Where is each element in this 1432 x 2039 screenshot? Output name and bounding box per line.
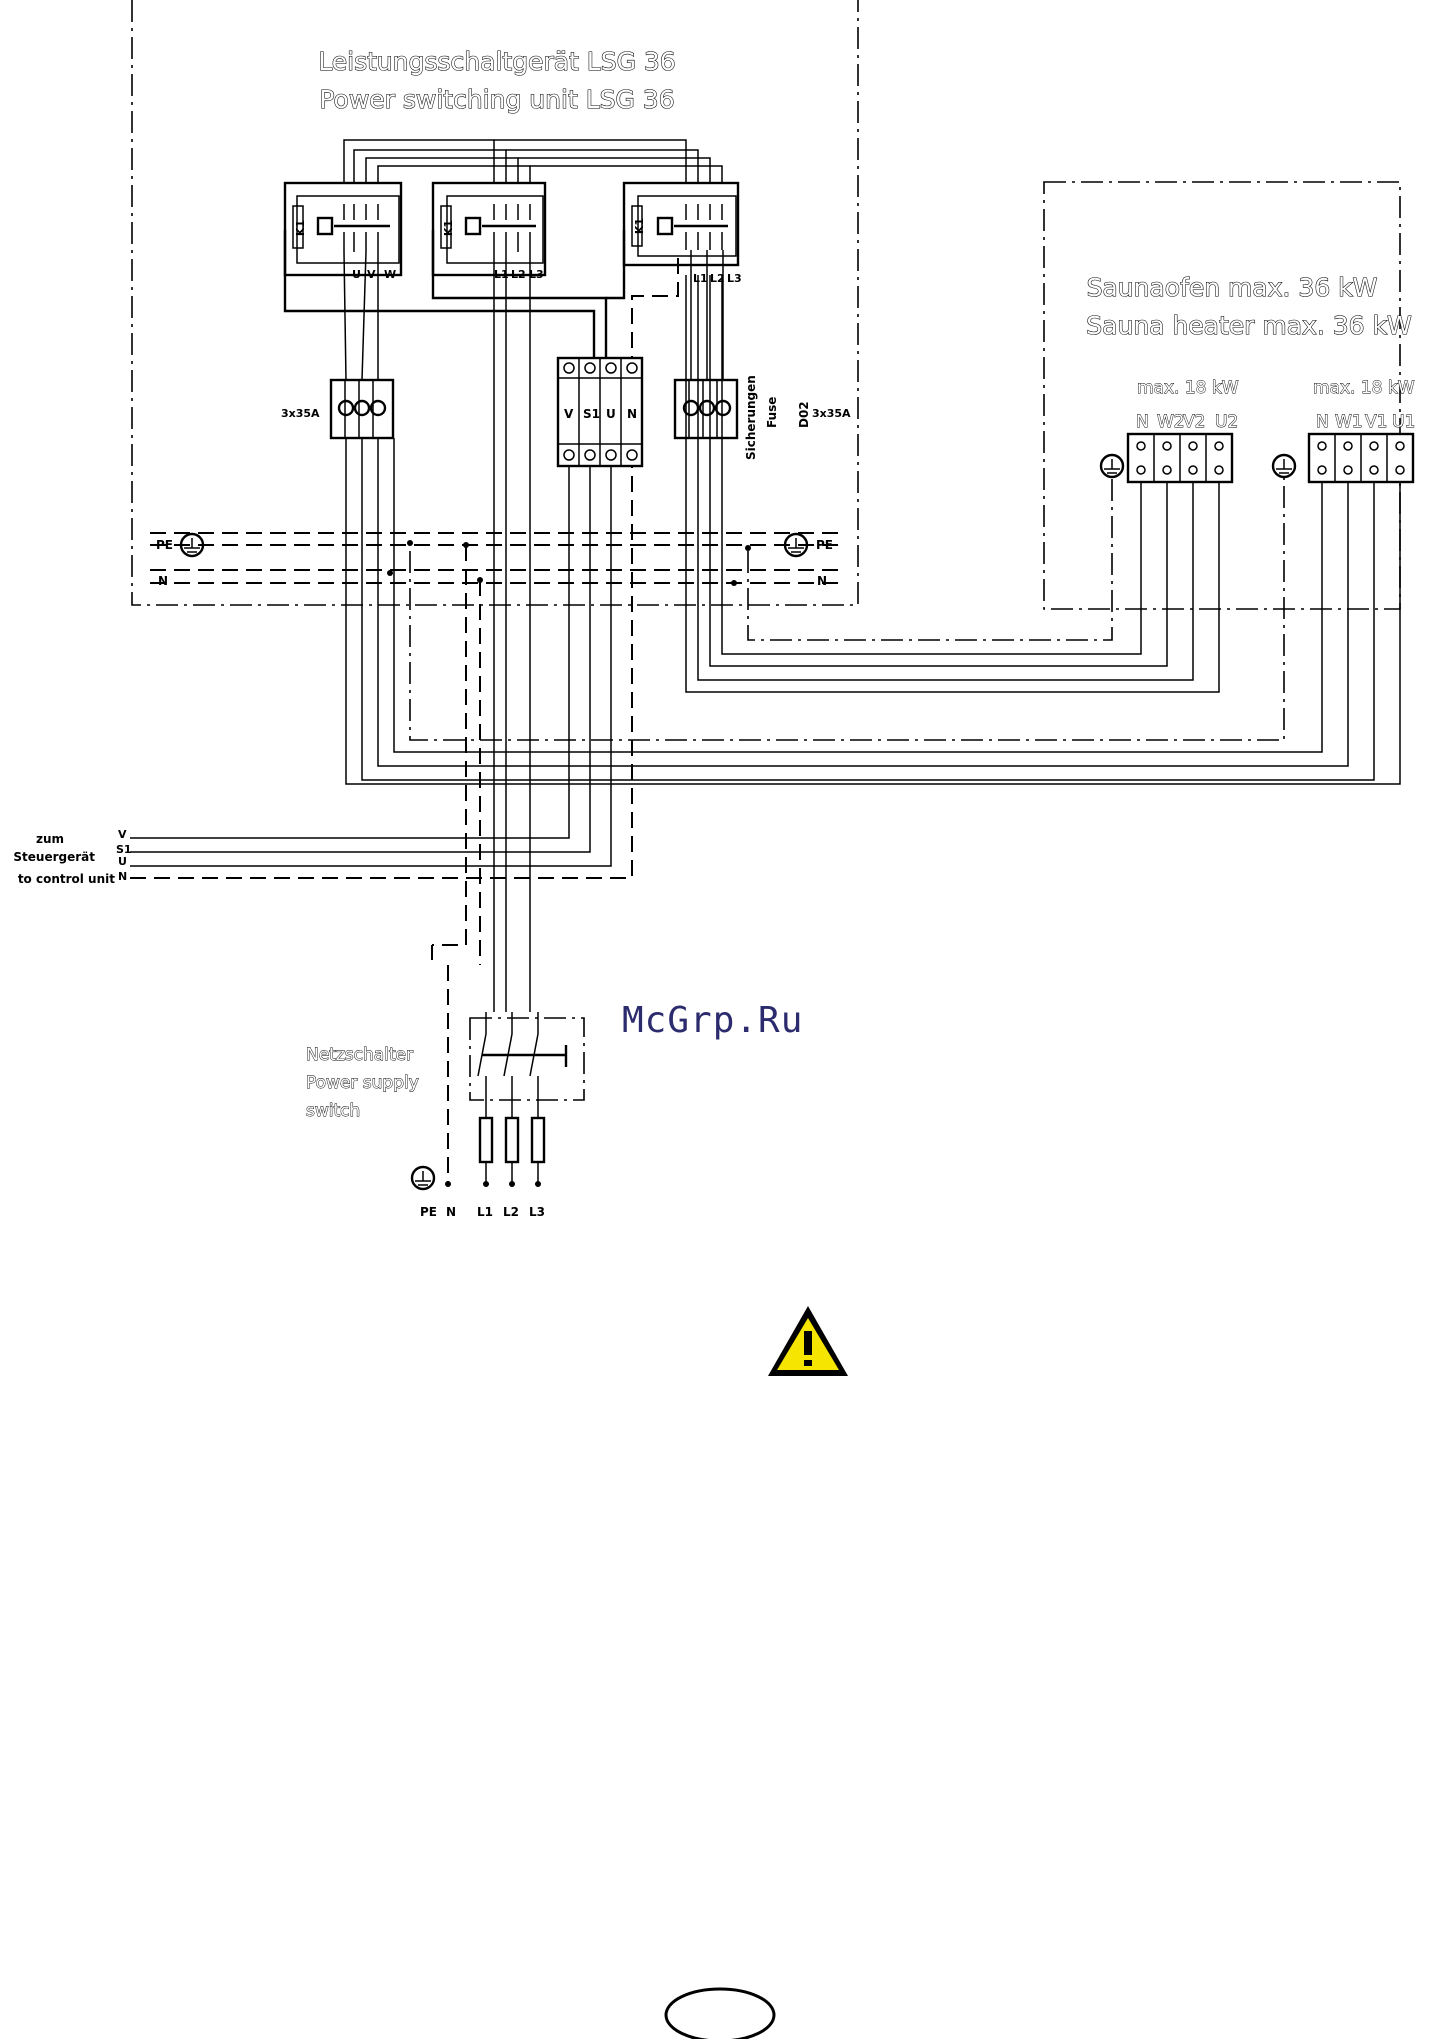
warning-icon <box>768 1306 848 1376</box>
ground-icon <box>783 532 809 558</box>
mains-terminal-label: PE <box>420 1205 437 1219</box>
heater-right-terminal-label: V1 <box>1365 412 1387 432</box>
heater-left-terminal-label: N <box>1136 412 1149 432</box>
svg-text:L1: L1 <box>494 268 509 281</box>
control-label-3: to control unit <box>18 872 115 886</box>
bus-pe-right: PE <box>816 538 833 552</box>
svg-text:U: U <box>352 268 361 281</box>
contactor-to-fuse-wiring <box>343 250 724 381</box>
terminal-strip: V S1 U N <box>556 356 644 468</box>
fuse-label-en: Fuse <box>765 397 779 428</box>
mains-terminal-label: L2 <box>503 1205 519 1219</box>
contactor-left: K1 U V W <box>283 181 403 281</box>
control-wire-label: U <box>118 855 127 868</box>
heater-left-terminal-label: W2 <box>1157 412 1185 432</box>
mains-switch-label-en: Power supply <box>306 1073 419 1093</box>
svg-text:V: V <box>564 407 574 421</box>
heater-terminal-block-right <box>1307 432 1415 484</box>
mains-feed <box>432 252 531 1012</box>
heater-left-rating: max. 18 kW <box>1137 378 1239 398</box>
unit-enclosure <box>131 0 859 606</box>
pe-n-bus <box>150 532 842 584</box>
svg-text:N: N <box>627 407 637 421</box>
ground-icon <box>1099 453 1125 479</box>
heater-right-rating: max. 18 kW <box>1313 378 1415 398</box>
control-wire-label: S1 <box>116 843 132 856</box>
bus-n-left: N <box>158 574 168 588</box>
page-number-oval <box>664 1987 776 2039</box>
mains-switch-label-en2: switch <box>306 1101 360 1121</box>
heater-right-terminal-label: N <box>1316 412 1329 432</box>
bus-pe-left: PE <box>156 538 173 552</box>
unit-title-de: Leistungsschaltgerät LSG 36 <box>318 47 675 76</box>
svg-text:L2: L2 <box>511 268 526 281</box>
heater-wiring-right <box>345 438 1401 785</box>
contactor-right: K1 L1 L2 L3 <box>622 181 742 285</box>
control-wire-label: N <box>118 870 127 883</box>
bus-n-right: N <box>817 574 827 588</box>
watermark: McGrp.Ru <box>622 1000 803 1041</box>
heater-left-terminal-label: V2 <box>1183 412 1205 432</box>
fuse-label-de: Sicherungen <box>744 375 758 460</box>
mains-terminal-label: L3 <box>529 1205 545 1219</box>
coil-wiring <box>283 230 679 358</box>
svg-text:K1: K1 <box>633 218 646 234</box>
heater-right-terminal-label: U1 <box>1392 412 1415 432</box>
heater-terminal-block-left <box>1126 432 1234 484</box>
fuse-label-type: D02 <box>797 401 811 428</box>
svg-text:K1: K1 <box>442 220 455 236</box>
fuse-block-left <box>329 378 395 440</box>
svg-text:L2: L2 <box>710 272 725 285</box>
ground-icon <box>1271 453 1297 479</box>
mains-switch-label-de: Netzschalter <box>306 1045 413 1065</box>
top-interconnects <box>343 139 723 183</box>
heater-title-en: Sauna heater max. 36 kW <box>1086 311 1411 340</box>
control-wiring <box>130 466 633 879</box>
mains-switch <box>431 945 568 1187</box>
mains-switch-enclosure <box>469 1017 585 1101</box>
fuse-block-right <box>673 378 739 440</box>
contactor-middle: K1 L1 L2 L3 <box>431 181 547 281</box>
svg-text:U: U <box>606 407 616 421</box>
control-label-2: Steuergerät <box>13 850 95 864</box>
svg-text:S1: S1 <box>583 407 600 421</box>
svg-text:L1: L1 <box>693 272 708 285</box>
svg-text:L3: L3 <box>529 268 544 281</box>
control-wire-label: V <box>118 828 127 841</box>
svg-text:W: W <box>384 268 396 281</box>
heater-title-de: Saunaofen max. 36 kW <box>1087 273 1378 302</box>
fuse-left-rating: 3x35A <box>281 407 320 420</box>
ground-icon <box>179 532 205 558</box>
heater-left-terminal-label: U2 <box>1215 412 1238 432</box>
svg-text:K1: K1 <box>294 220 307 236</box>
control-label-1: zum <box>36 832 64 846</box>
ground-icon <box>410 1165 436 1191</box>
unit-title-en: Power switching unit LSG 36 <box>319 85 674 114</box>
svg-text:L3: L3 <box>727 272 742 285</box>
heater-wiring-left <box>685 275 1220 693</box>
fuse-right-rating: 3x35A <box>812 407 851 420</box>
mains-terminal-label: N <box>446 1205 456 1219</box>
mains-terminal-label: L1 <box>477 1205 493 1219</box>
heater-right-terminal-label: W1 <box>1335 412 1363 432</box>
svg-text:V: V <box>367 268 376 281</box>
bus-junctions <box>387 540 751 586</box>
